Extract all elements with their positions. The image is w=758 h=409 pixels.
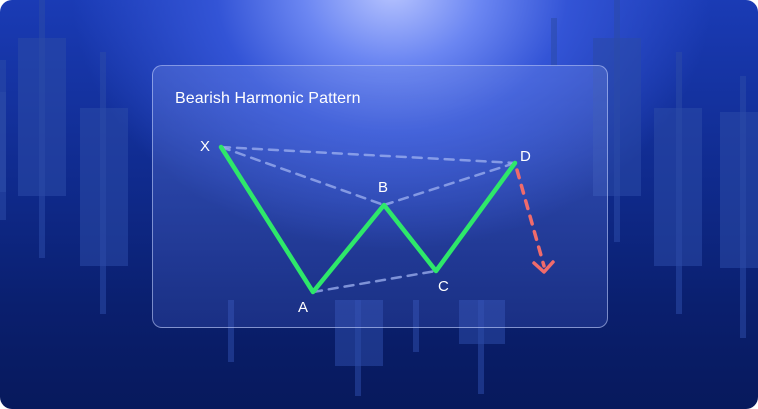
pattern-title: Bearish Harmonic Pattern bbox=[175, 90, 361, 107]
bg-candle-wick bbox=[228, 300, 234, 362]
bg-candle-body bbox=[720, 112, 758, 268]
point-label-x: X bbox=[200, 138, 210, 155]
pattern-line bbox=[218, 144, 518, 295]
bg-candle-body bbox=[80, 108, 128, 266]
point-label-c: C bbox=[438, 278, 449, 295]
pattern-card: Bearish Harmonic Pattern bbox=[152, 65, 608, 328]
point-label-b: B bbox=[378, 179, 388, 196]
point-label-a: A bbox=[298, 299, 308, 316]
guide-line-b-d bbox=[382, 161, 517, 207]
bg-candle-body bbox=[654, 108, 702, 266]
bg-candle-body bbox=[593, 38, 641, 196]
bg-candle-body bbox=[18, 38, 66, 196]
bg-candle-body bbox=[459, 300, 505, 344]
guide-line-x-b bbox=[219, 145, 386, 207]
guide-line-x-d bbox=[219, 145, 517, 165]
bg-candle-body bbox=[335, 300, 383, 366]
bg-candle-wick bbox=[413, 300, 419, 352]
point-label-d: D bbox=[520, 148, 531, 165]
bg-candle-body bbox=[0, 92, 6, 192]
guide-line-a-c bbox=[311, 269, 438, 294]
bg-candle-wick bbox=[478, 300, 484, 394]
projection-arrow-head bbox=[532, 260, 555, 274]
projection-arrow-shaft bbox=[515, 168, 546, 268]
bg-candle-wick bbox=[551, 18, 557, 66]
